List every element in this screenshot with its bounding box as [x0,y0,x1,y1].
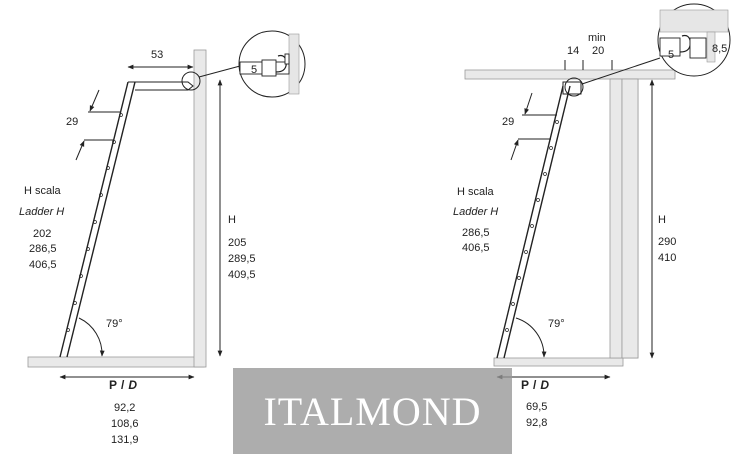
left-pd-value-3: 131,9 [111,434,139,446]
left-pd-value-2: 108,6 [111,418,139,430]
right-h-value-2: 410 [658,252,676,264]
left-ladder-h-label-en: Ladder H [19,206,64,218]
left-wall [193,49,207,368]
left-detail-callout [238,30,306,98]
left-h-value-3: 409,5 [228,269,256,281]
right-floor [493,357,624,367]
right-diagram: min 20 14 29 H scala Ladder H 286,5 406,… [453,3,731,429]
left-h-value-1: 205 [228,237,246,249]
left-ladder-h-value-3: 406,5 [29,259,57,271]
left-step-spacing-label: 29 [66,116,78,128]
right-ladder-h-value-1: 286,5 [462,227,490,239]
left-floor [27,356,205,368]
left-ladder-h-value-2: 286,5 [29,243,57,255]
right-pd-value-2: 92,8 [526,417,547,429]
left-ladder-rail-outer [59,81,129,358]
left-ladder-hook-bar [128,81,194,91]
left-detail-label: 5 [251,64,257,76]
right-h-label: H [658,214,666,226]
left-top-offset-label: 53 [151,49,163,61]
left-angle-arc [78,317,105,357]
right-step-arrow-top [524,92,533,115]
left-detail-marker [181,71,201,91]
left-step-arrow-top [89,89,100,112]
right-angle-label: 79° [548,318,565,330]
right-pd-label: P/D [521,378,549,392]
right-wall [609,78,623,359]
right-offset-label: 14 [567,45,579,57]
right-detail-marker [564,77,584,97]
left-step-arrow-bottom [75,140,85,161]
left-ladder-h-value-1: 202 [33,228,51,240]
right-detail-label-2: 8,5 [712,43,727,55]
right-min-label: min [588,32,606,44]
left-diagram: 53 29 H scala Ladder H 202 286,5 406,5 7… [19,30,306,446]
right-ceiling [464,69,676,80]
left-angle-label: 79° [106,318,123,330]
left-ladder-rail-inner [66,81,136,358]
right-step-arrow-bottom [510,139,519,161]
left-pd-label: P/D [109,378,137,392]
watermark: ITALMOND [233,368,512,454]
left-h-label: H [228,214,236,226]
left-ladder-h-label: H scala [24,185,62,197]
right-pd-value-1: 69,5 [526,401,547,413]
right-detail-callout [657,3,731,77]
right-angle-arc [515,317,547,358]
right-ladder-h-label: H scala [457,186,495,198]
left-h-value-2: 289,5 [228,253,256,265]
right-h-value-1: 290 [658,236,676,248]
right-detail-label: 5 [668,49,674,61]
right-ladder-rungs [505,120,559,332]
left-pd-value-1: 92,2 [114,402,135,414]
right-min-value: 20 [592,45,604,57]
right-step-spacing-label: 29 [502,116,514,128]
watermark-text: ITALMOND [263,388,482,434]
right-ladder-rail-inner [503,85,571,359]
right-ladder-hook [562,81,582,95]
right-ladder-rail-outer [496,85,564,359]
right-ladder-h-value-2: 406,5 [462,242,490,254]
right-ladder-h-label-en: Ladder H [453,206,498,218]
left-ladder-rungs [66,113,123,332]
